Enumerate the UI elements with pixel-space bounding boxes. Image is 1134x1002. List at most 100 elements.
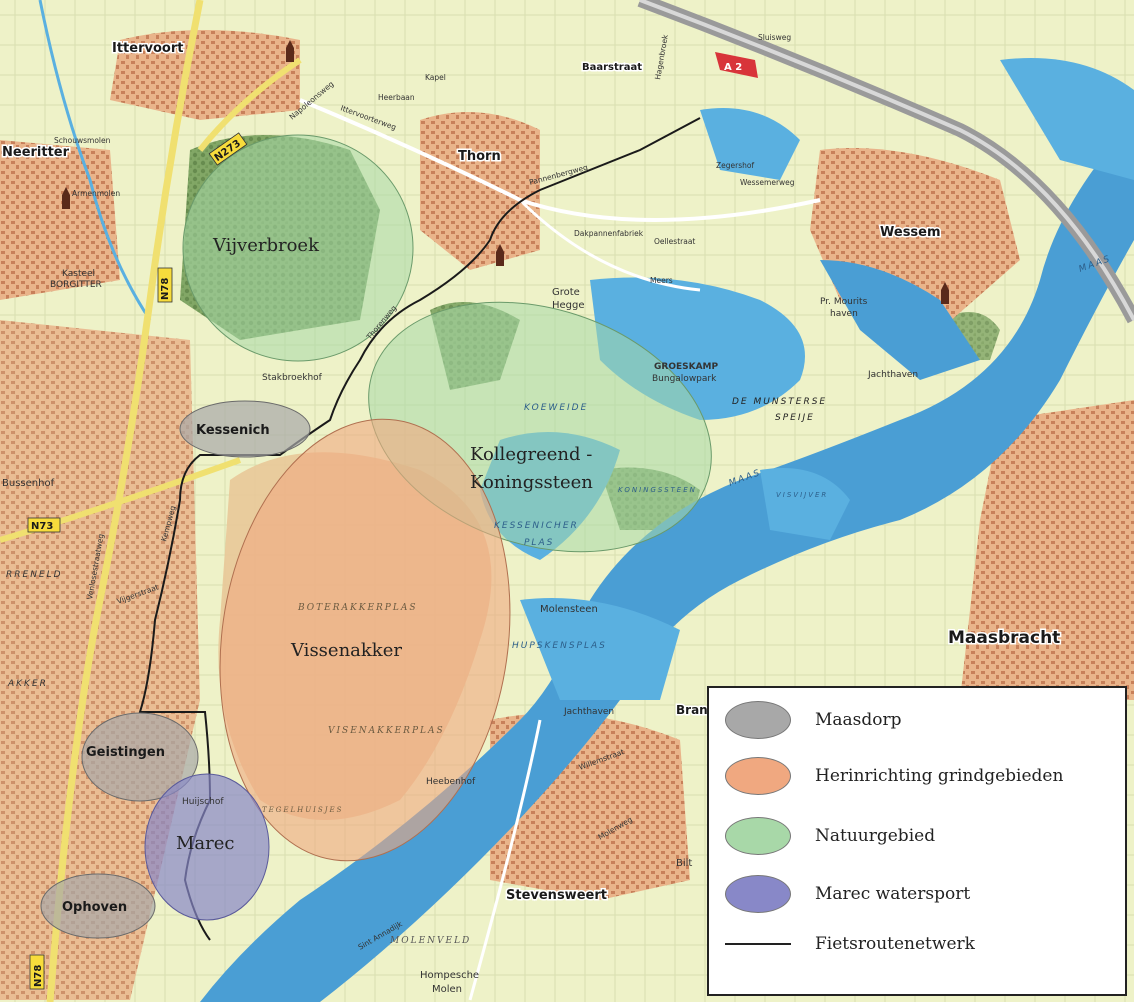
place-hompesche: Hompesche: [420, 970, 479, 981]
road-n273: [197, 57, 302, 152]
street-label: Dakpannenfabriek: [574, 229, 644, 238]
place-mourits: Pr. Mourits: [820, 297, 868, 307]
road-badge-n73: N73: [27, 517, 61, 533]
town-maasbracht: Maasbracht: [948, 628, 1060, 648]
area-label-tegelhuisjes: TEGELHUISJES: [262, 806, 343, 814]
lake-northeast: [1000, 58, 1134, 180]
area-label-koeweide: KOEWEIDE: [524, 403, 588, 413]
town-wessem: Wessem: [880, 225, 941, 240]
place-groeskamp: GROESKAMP: [654, 362, 718, 372]
town-kessenich: Kessenich: [196, 423, 270, 438]
legend-line: [725, 943, 791, 945]
visvijver: [760, 468, 850, 540]
church-icon: [62, 187, 70, 209]
place-kapel: Kapel: [425, 73, 446, 82]
place-hegge: Hegge: [552, 300, 585, 311]
road-badge-a2: A 2: [715, 52, 758, 78]
town-baarstraat: Baarstraat: [582, 62, 642, 73]
legend-label: Maasdorp: [815, 710, 902, 730]
zone-vijverbroek[interactable]: [182, 134, 414, 362]
zone-label-koningssteen: Koningssteen: [470, 472, 593, 493]
legend-label: Herinrichting grindgebieden: [815, 766, 1064, 786]
legend-swatch: [725, 817, 791, 855]
legend-label: Marec watersport: [815, 884, 971, 904]
place-rreneld: RRENELD: [6, 570, 63, 580]
zone-label-vijverbroek: Vijverbroek: [212, 235, 320, 256]
street-label: Wessemerweg: [740, 178, 795, 187]
church-icon: [496, 244, 504, 266]
area-label-koningssteen: KONINGSSTEEN: [618, 486, 697, 494]
harbour-wessem: [820, 260, 980, 380]
river-maas: [200, 120, 1134, 1002]
town-neeritter: Neeritter: [2, 145, 70, 160]
svg-text:N73: N73: [31, 521, 53, 532]
legend-item-fietsroute: Fietsroutenetwerk: [725, 924, 975, 964]
place-schouwsmolen: Schouwsmolen: [54, 136, 111, 145]
road-minor: [468, 719, 542, 1001]
zone-geistingen[interactable]: [81, 712, 199, 802]
area-label-molenveld: MOLENVELD: [389, 936, 471, 946]
road-n78: [46, 0, 204, 1002]
water-label-munsterse: DE MUNSTERSE: [732, 397, 827, 407]
road-minor: [518, 198, 701, 292]
zone-kessenich[interactable]: [179, 400, 311, 458]
legend-swatch: [725, 875, 791, 913]
place-heebenhof: Heebenhof: [426, 777, 476, 787]
town-bran: Bran: [676, 703, 708, 717]
town-thorn: Thorn: [458, 149, 501, 164]
legend-item-maasdorp: Maasdorp: [725, 700, 902, 740]
urban-maasbracht: [960, 400, 1134, 700]
water-label-plas: PLAS: [524, 538, 554, 548]
map-legend: Maasdorp Herinrichting grindgebieden Nat…: [707, 686, 1127, 996]
road-n73: [0, 457, 242, 543]
place-mourits-haven: haven: [830, 309, 858, 319]
zone-ophoven[interactable]: [40, 873, 156, 939]
legend-label: Natuurgebied: [815, 826, 936, 846]
place-grote: Grote: [552, 287, 580, 298]
svg-text:N78: N78: [160, 278, 171, 300]
place-zegershof: Zegershof: [716, 161, 754, 170]
town-stevensweert: Stevensweert: [506, 888, 607, 903]
legend-swatch: [725, 701, 791, 739]
legend-item-natuurgebied: Natuurgebied: [725, 816, 935, 856]
place-kasteel: Kasteel: [62, 269, 95, 279]
street-label: Sluisweg: [758, 33, 791, 42]
water-label-visvijver: VISVIJVER: [776, 491, 828, 499]
road-a2-center: [639, 0, 1134, 321]
legend-item-marec: Marec watersport: [725, 874, 970, 914]
svg-text:N78: N78: [33, 965, 44, 987]
church-icon: [286, 40, 294, 62]
street-label: Heerbaan: [378, 93, 415, 102]
svg-text:A 2: A 2: [724, 62, 742, 73]
place-armenmolen: Armenmolen: [72, 189, 120, 198]
zone-vissenakker[interactable]: [192, 400, 537, 879]
zone-marec[interactable]: [144, 773, 270, 921]
town-geistingen: Geistingen: [86, 745, 165, 760]
place-stakbroekhof: Stakbroekhof: [262, 373, 323, 383]
place-jachthaven-stevensweert: Jachthaven: [563, 707, 614, 717]
urban-thorn: [420, 112, 540, 270]
place-bungalowpark: Bungalowpark: [652, 374, 717, 384]
lake-north: [700, 108, 800, 180]
legend-item-grindgebieden: Herinrichting grindgebieden: [725, 756, 1063, 796]
place-bilt: Bilt: [676, 858, 692, 869]
zone-label-vissenakker: Vissenakker: [290, 640, 402, 661]
place-molensteen: Molensteen: [540, 604, 598, 615]
street-label: Oellestraat: [654, 237, 695, 246]
area-label-visenakker: VISENAKKERPLAS: [328, 726, 445, 736]
place-bussenhof: Bussenhof: [2, 478, 55, 489]
road-badge-n78-north: N78: [157, 267, 173, 303]
town-ophoven: Ophoven: [62, 900, 127, 915]
lake-hupsken: [520, 598, 680, 700]
water-label-hupsken: HUPSKENSPLAS: [512, 641, 607, 651]
place-huijschof: Huijschof: [182, 797, 224, 807]
legend-label: Fietsroutenetwerk: [815, 934, 975, 954]
zone-label-marec: Marec: [176, 833, 235, 854]
place-hompesche-molen: Molen: [432, 984, 462, 995]
stream-itterbeek: [38, 0, 152, 321]
water-label-kessenicher: KESSENICHER: [494, 521, 579, 531]
place-akker: AKKER: [7, 679, 48, 689]
street-label: Meers: [650, 276, 673, 285]
